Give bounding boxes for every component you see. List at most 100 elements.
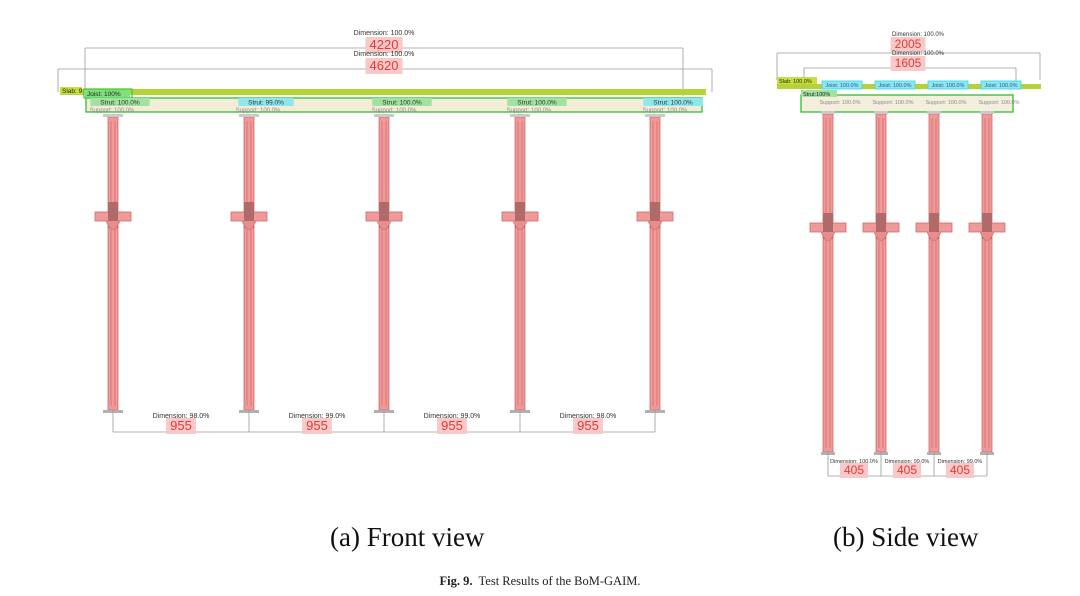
front-shore-body [243, 116, 255, 411]
front-shore-body [514, 116, 526, 411]
front-dim-top1-label: Dimension: 100.0% [354, 30, 415, 37]
front-dim-bottom-label-1: Dimension: 99.0% [289, 413, 346, 420]
front-shore-top-plate [645, 114, 665, 117]
subcaption-b: (b) Side view [833, 522, 979, 552]
front-strut-label-0: Strut: 100.0% [100, 100, 140, 107]
side-slab-tag-bg [777, 77, 817, 84]
front-shore-top-plate [510, 114, 530, 117]
front-strut-tag-bg-3 [507, 98, 567, 106]
side-shore-body [875, 113, 887, 453]
front-shore-collar [515, 202, 525, 228]
side-dim-top1-value: 2005 [895, 37, 922, 51]
side-joist-label-1: Joist: 100.0% [878, 83, 911, 89]
front-slab-bar [60, 89, 706, 95]
front-dim-bottom-value-3-bg [573, 418, 603, 434]
side-shore-collar [929, 213, 939, 239]
side-joist-label-3: Joist: 100.0% [984, 83, 1017, 89]
front-shore-collar [244, 202, 254, 228]
front-shore-collar [650, 202, 660, 228]
figure-number: Fig. 9. [439, 574, 473, 588]
front-dim-bottom-value-1: 955 [306, 418, 328, 433]
front-slab-label: Slab: 9 [62, 88, 83, 95]
front-shore-collar [379, 202, 389, 228]
side-shore-body [981, 113, 993, 453]
side-joist-tag-bg-3 [980, 80, 1022, 90]
front-shore-collar [108, 202, 118, 228]
front-joist-tag-bg [84, 90, 130, 97]
side-shore-body [822, 113, 834, 453]
side-shore-sleeve [979, 231, 995, 241]
side-dim-bottom-value-2: 405 [950, 463, 970, 477]
side-strut-tag-bg [801, 90, 837, 97]
side-dim-bottom-label-1: Dimension: 99.0% [885, 459, 930, 465]
front-shore-body [107, 116, 119, 411]
side-shore-collar [876, 213, 886, 239]
front-strut-label-1: Strut: 99.0% [248, 100, 284, 107]
front-shore-4 [636, 114, 674, 413]
front-shore-sleeve [105, 220, 121, 230]
side-shore-top-plate [980, 111, 994, 114]
front-support-label-3: Support: 100.0% [507, 108, 552, 114]
front-support-label-4: Support: 100.0% [643, 108, 688, 114]
front-shore-sleeve [241, 220, 257, 230]
side-support-label-3: Support: 100.0% [979, 100, 1020, 106]
front-slab-tag-bg [60, 87, 82, 94]
side-shore-top-plate [821, 111, 835, 114]
figure-caption-text: Test Results of the BoM-GAIM. [478, 574, 641, 588]
front-shore-top-plate [103, 114, 123, 117]
front-shore-1 [230, 114, 268, 413]
side-dim-top2-value: 1605 [895, 56, 922, 70]
front-shore-2 [365, 114, 403, 413]
front-shore-body [649, 116, 661, 411]
front-support-label-0: Support: 100.0% [90, 108, 135, 114]
front-support-label-2: Support: 100.0% [372, 108, 417, 114]
front-dim-bottom-value-1-bg [302, 418, 332, 434]
side-shore-sleeve [820, 231, 836, 241]
side-dim-bottom-value-1: 405 [897, 463, 917, 477]
side-dim-bottom-value-2-bg [945, 463, 975, 478]
side-dim-top1-value-bg [890, 37, 926, 52]
side-dim-bottom-value-0: 405 [844, 463, 864, 477]
side-dim-top1-label: Dimension: 100.0% [892, 32, 945, 38]
side-shore-body [928, 113, 940, 453]
figure-caption: Fig. 9. Test Results of the BoM-GAIM. [0, 574, 1080, 589]
side-support-label-1: Support: 100.0% [873, 100, 914, 106]
front-shore-body [378, 116, 390, 411]
side-shore-0 [809, 111, 847, 455]
side-strut-beam [800, 94, 1014, 113]
front-strut-label-2: Strut: 100.0% [382, 100, 422, 107]
front-dim-top2-value-bg [365, 58, 403, 74]
front-support-label-1: Support: 100.0% [236, 108, 281, 114]
front-dim-top1-value: 4220 [370, 37, 399, 52]
side-shore-sleeve [873, 231, 889, 241]
side-strut-label: Strut:100% [803, 92, 830, 98]
front-dim-bottom-label-3: Dimension: 98.0% [560, 413, 617, 420]
front-shore-sleeve [512, 220, 528, 230]
side-joist-label-2: Joist: 100.0% [931, 83, 964, 89]
front-strut-tag-bg-4 [643, 98, 703, 106]
side-dim-bottom-value-0-bg [839, 463, 869, 478]
side-shore-top-plate [927, 111, 941, 114]
front-dim-bottom-value-2-bg [437, 418, 467, 434]
subcaption-a: (a) Front view [330, 522, 485, 552]
front-shore-3 [501, 114, 539, 413]
side-dim-bottom-value-1-bg [892, 463, 922, 478]
side-joist-tag-bg-2 [927, 80, 969, 90]
front-strut-tag-bg-2 [372, 98, 432, 106]
front-dim-bottom-value-3: 955 [577, 418, 599, 433]
front-dim-bottom-value-0-bg [166, 418, 196, 434]
front-dim-top2-label: Dimension: 100.0% [354, 51, 415, 58]
side-dim-top2-label: Dimension: 100.0% [892, 51, 945, 57]
front-strut-label-3: Strut: 100.0% [517, 100, 557, 107]
side-support-label-0: Support: 100.0% [820, 100, 861, 106]
side-shore-1 [862, 111, 900, 455]
side-support-label-2: Support: 100.0% [926, 100, 967, 106]
side-dim-bottom-label-0: Dimension: 100.0% [830, 459, 878, 465]
front-shore-sleeve [376, 220, 392, 230]
front-dim-bottom-label-2: Dimension: 99.0% [424, 413, 481, 420]
side-shore-2 [915, 111, 953, 455]
front-dim-top2-value: 4620 [370, 58, 399, 73]
